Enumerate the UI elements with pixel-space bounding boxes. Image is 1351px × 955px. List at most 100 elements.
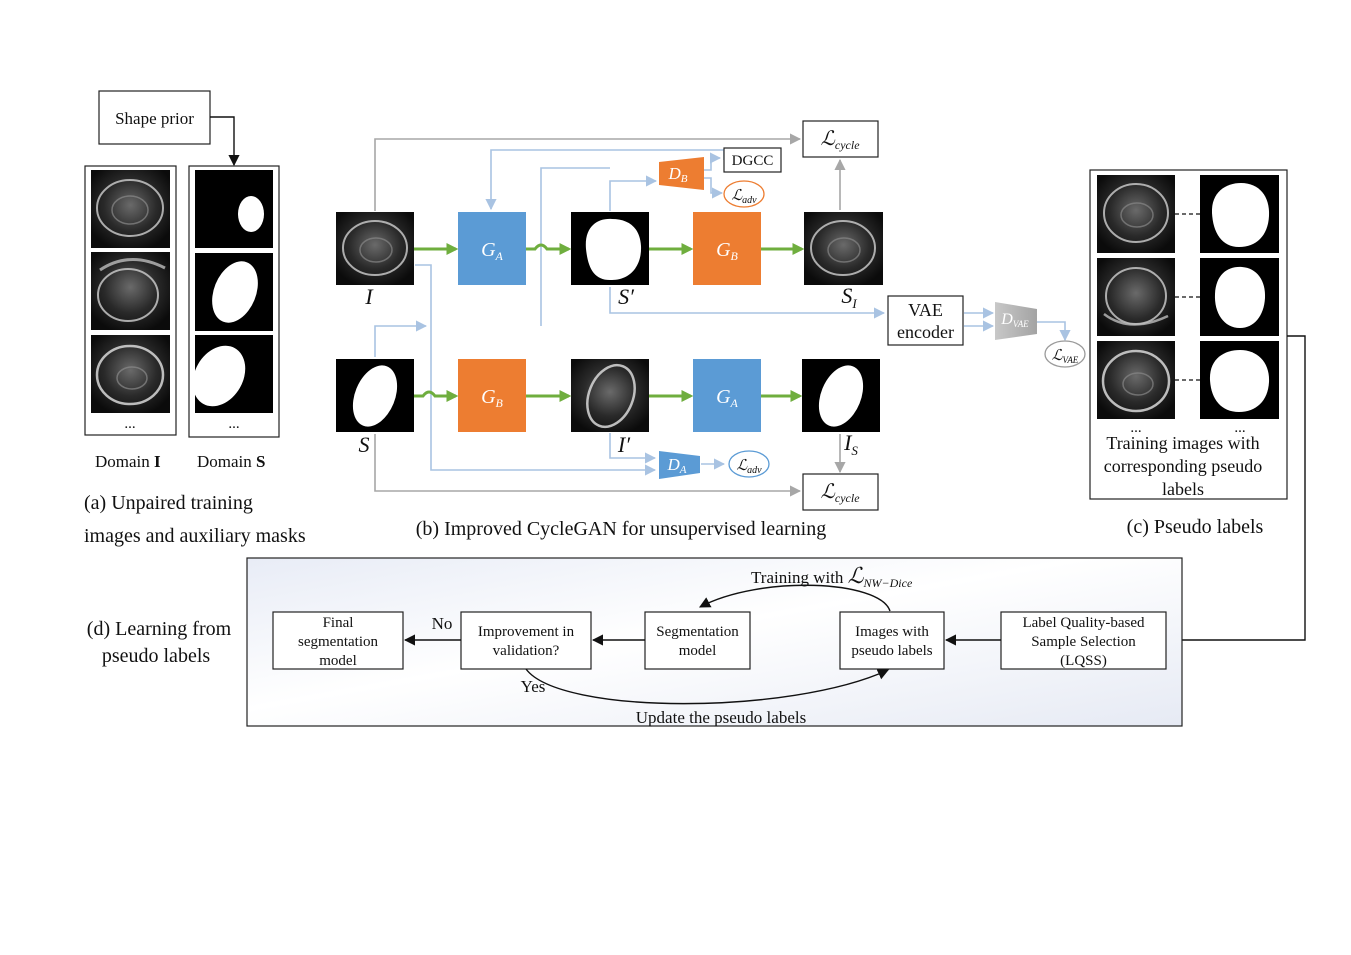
cycle-loss-top-label: ℒcycle	[820, 128, 860, 152]
image-I-prime	[571, 359, 649, 432]
label-S-I: SI	[841, 283, 857, 311]
domain-s-label: Domain S	[197, 452, 266, 471]
generator-ga-top-label: GA	[481, 239, 503, 263]
domain-i-image-1	[91, 170, 170, 248]
arrow-ga-to-s-prime	[526, 243, 572, 255]
improvement-line1: Improvement in	[478, 624, 575, 640]
domain-s-mask-1	[195, 170, 273, 248]
improvement-line2: validation?	[493, 643, 560, 659]
discriminator-dvae	[995, 302, 1037, 340]
final-line3: model	[319, 653, 357, 669]
lqss-line1: Label Quality-based	[1022, 615, 1145, 631]
pseudo-text-line1: Training images with	[1106, 433, 1259, 453]
line-i-to-cycle-loss	[374, 133, 802, 211]
panel-b: GA GB I S′ SI DB DGCC ℒadv ℒcy	[336, 120, 1086, 540]
discriminator-da	[659, 451, 700, 479]
vae-loss	[1044, 340, 1086, 368]
lqss-line3: (LQSS)	[1060, 653, 1107, 669]
line-s-prime-to-db	[609, 175, 658, 211]
shape-prior-label: Shape prior	[115, 109, 194, 128]
adv-loss-bottom	[728, 450, 770, 478]
improvement-box	[460, 611, 592, 670]
caption-d-line1: (d) Learning from	[87, 618, 232, 640]
label-S-prime: S′	[618, 284, 635, 309]
generator-gb-bottom-label: GB	[481, 386, 503, 410]
discriminator-da-label: DA	[666, 455, 686, 476]
segmentation-model-box	[644, 611, 751, 670]
line-dvae-to-vae-loss	[1036, 321, 1071, 342]
dgcc-box	[723, 147, 782, 173]
yes-label: Yes	[521, 677, 546, 696]
domain-s-mask-3	[192, 335, 273, 413]
image-S	[336, 359, 414, 432]
line-db-to-adv-loss	[704, 177, 724, 199]
generator-gb-top	[693, 212, 761, 285]
images-pseudo-box	[839, 611, 945, 670]
pseudo-ellipsis-right: ...	[1234, 420, 1245, 436]
domain-s-frame	[188, 165, 280, 438]
dgcc-label: DGCC	[732, 153, 774, 169]
panel-c: ... ... Training images with correspondi…	[1089, 169, 1306, 646]
adv-loss-top-label: ℒadv	[731, 188, 757, 206]
line-s-to-cycle-loss	[374, 434, 802, 497]
generator-ga-bottom	[693, 359, 761, 432]
generator-ga-bottom-label: GA	[716, 386, 738, 410]
vae-encoder-line1: VAE	[908, 300, 943, 320]
image-I	[336, 212, 414, 285]
arrow-pseudo-labels-to-lqss	[1166, 335, 1306, 646]
image-S-I	[804, 212, 883, 285]
panel-d: (d) Learning from pseudo labels Final se…	[87, 557, 1183, 727]
cycle-loss-top	[802, 120, 879, 158]
caption-a-line1: (a) Unpaired training	[84, 492, 253, 514]
image-S-prime	[571, 212, 649, 285]
line-i-prime-to-da	[609, 433, 657, 464]
line-i-to-da	[415, 264, 657, 476]
pseudo-ellipsis-left: ...	[1130, 420, 1141, 436]
lqss-box	[1000, 611, 1167, 670]
generator-gb-bottom	[458, 359, 526, 432]
discriminator-db	[659, 157, 704, 190]
final-model-box	[272, 611, 404, 670]
pseudo-text-line3: labels	[1162, 479, 1204, 499]
caption-b: (b) Improved CycleGAN for unsupervised l…	[416, 518, 826, 540]
panel-a: Shape prior ...	[84, 90, 306, 547]
cycle-loss-bottom	[802, 473, 879, 511]
arrow-update-curve	[525, 668, 890, 705]
images-line1: Images with	[855, 624, 929, 640]
pseudo-label-1	[1200, 175, 1279, 253]
final-line2: segmentation	[298, 634, 378, 650]
domain-i-ellipsis: ...	[124, 416, 135, 432]
arrow-training-curve	[699, 584, 891, 612]
line-s-prime-to-vae	[609, 287, 886, 319]
domain-s-ellipsis: ...	[228, 416, 239, 432]
vae-loss-label: ℒVAE	[1052, 348, 1079, 365]
vae-encoder-box	[887, 295, 964, 346]
label-I-prime: I′	[617, 432, 631, 457]
pseudo-labels-frame	[1089, 169, 1288, 500]
generator-ga-top	[458, 212, 526, 285]
pseudo-label-2	[1200, 258, 1279, 336]
domain-i-frame	[84, 165, 177, 436]
image-I-S	[802, 359, 880, 432]
cycle-loss-bottom-label: ℒcycle	[820, 481, 860, 505]
label-I-S: IS	[843, 430, 858, 458]
pseudo-text-line2: corresponding pseudo	[1104, 456, 1262, 476]
lqss-line2: Sample Selection	[1031, 634, 1136, 650]
arrow-s-to-gb	[414, 390, 459, 402]
label-S: S	[359, 432, 370, 457]
domain-i-image-3	[91, 335, 170, 413]
update-label: Update the pseudo labels	[636, 708, 806, 727]
adv-loss-top	[723, 180, 765, 208]
pseudo-image-1	[1097, 175, 1175, 253]
label-I: I	[364, 284, 374, 309]
discriminator-db-label: DB	[667, 164, 687, 185]
discriminator-dvae-label: DVAE	[1000, 311, 1029, 329]
vae-encoder-line2: encoder	[897, 322, 954, 342]
training-with-label: Training with ℒNW−Dice	[751, 563, 913, 590]
domain-i-label: Domain I	[95, 452, 161, 471]
shape-prior-arrow	[210, 116, 240, 167]
caption-d-line2: pseudo labels	[102, 645, 211, 667]
domain-i-image-2	[91, 252, 170, 330]
generator-gb-top-label: GB	[716, 239, 738, 263]
